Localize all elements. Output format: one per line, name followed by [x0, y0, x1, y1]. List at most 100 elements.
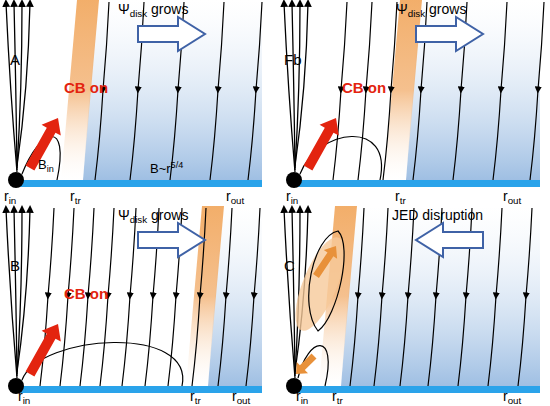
flux-note: Ψdisk grows — [118, 208, 188, 226]
field-label: Bin — [38, 158, 54, 174]
jet-field-line — [284, 209, 295, 378]
text-part: r — [332, 388, 337, 404]
disk-flux-region — [83, 0, 262, 180]
radius-label: rtr — [395, 189, 406, 207]
radius-label: rin — [296, 389, 308, 406]
disk-flux-region — [341, 206, 540, 386]
flux-direction-arrow — [138, 17, 205, 51]
text-part: in — [47, 164, 54, 174]
radius-label: rin — [4, 189, 16, 207]
jet-field-line — [14, 209, 17, 376]
radius-label: rout — [503, 189, 521, 207]
accretion-disk — [14, 180, 262, 187]
flux-direction-arrow — [138, 223, 205, 257]
jet-field-line — [14, 3, 17, 170]
field-scaling: B~r5/4 — [150, 160, 183, 176]
black-hole — [8, 172, 24, 188]
jet-field-line — [17, 3, 30, 166]
text-part: disk — [130, 8, 147, 19]
jet-field-line — [6, 209, 17, 378]
flux-direction-arrow — [416, 223, 483, 257]
text-part: r — [232, 388, 237, 404]
text-part: out — [231, 195, 245, 206]
text-part: in — [23, 395, 31, 406]
text-part: B~r — [150, 161, 171, 176]
black-hole — [286, 172, 302, 188]
text-part: r — [4, 188, 9, 204]
text-part: r — [503, 188, 508, 204]
disk-field-line — [493, 2, 507, 180]
text-part: Ψ — [118, 1, 130, 17]
disk-field-line — [488, 208, 502, 386]
disk-field-line — [122, 208, 136, 386]
plasmoid-loop — [309, 231, 344, 331]
accretion-disk — [292, 386, 540, 393]
jet-field-line — [6, 3, 17, 172]
disk-field-line — [210, 2, 224, 180]
radius-label: rin — [286, 189, 298, 207]
disk-field-line — [400, 208, 414, 386]
radius-label: rout — [503, 389, 521, 406]
flux-note: Ψdisk grows — [396, 2, 466, 20]
text-part: disk — [130, 214, 147, 225]
text-part: r — [226, 188, 231, 204]
flux-direction-arrow — [416, 17, 483, 51]
cb-arrow — [26, 324, 61, 376]
disk-field-line — [246, 208, 260, 386]
jet-field-line — [17, 209, 30, 372]
text-part: Ψ — [118, 207, 130, 223]
radius-label: rtr — [190, 389, 201, 406]
text-part: out — [237, 395, 251, 406]
text-part: 5/4 — [171, 160, 184, 170]
radius-label: rtr — [70, 189, 81, 207]
text-part: disk — [408, 8, 425, 19]
text-part: r — [190, 388, 195, 404]
text-part: grows — [147, 1, 188, 17]
panel-illustration — [6, 0, 262, 188]
radius-label: rin — [18, 389, 30, 406]
disk-field-line — [518, 208, 532, 386]
radius-label: rtr — [332, 389, 343, 406]
text-part: tr — [75, 195, 81, 206]
text-part: out — [508, 195, 522, 206]
text-part: out — [508, 395, 522, 406]
text-part: B — [38, 157, 47, 172]
text-part: r — [503, 388, 508, 404]
panel-illustration — [284, 0, 544, 188]
reconnection-blob — [286, 231, 355, 336]
disk-field-line — [374, 208, 388, 386]
text-part: in — [301, 395, 309, 406]
cb-label: CB on — [342, 80, 386, 97]
cb-arrow — [304, 118, 339, 170]
disk-field-line — [530, 2, 544, 180]
panel-illustration — [284, 206, 540, 394]
panel-letter: Fb — [284, 52, 302, 69]
text-part: grows — [425, 1, 466, 17]
jet-field-line — [295, 3, 308, 166]
accretion-disk — [14, 386, 262, 393]
disk-flux-region — [406, 0, 540, 180]
panel-illustration — [6, 206, 262, 394]
text-part: in — [291, 195, 299, 206]
text-part: r — [286, 188, 291, 204]
panel-letter: A — [10, 52, 20, 69]
panel-letter: C — [284, 258, 295, 275]
text-part: tr — [400, 195, 406, 206]
disk-field-line — [218, 208, 232, 386]
infall-arrow — [296, 354, 317, 375]
text-part: tr — [195, 395, 201, 406]
jet-field-line — [284, 3, 295, 172]
text-part: r — [70, 188, 75, 204]
radius-label: rout — [232, 389, 250, 406]
text-part: r — [296, 388, 301, 404]
jet-field-line — [292, 209, 295, 376]
disruption-note: JED disruption — [392, 208, 483, 223]
cb-label: CB on — [64, 286, 108, 303]
text-part: r — [18, 388, 23, 404]
jet-field-line — [292, 3, 295, 170]
ejection-arrow — [313, 246, 337, 278]
text-part: grows — [147, 207, 188, 223]
accretion-disk — [292, 180, 540, 187]
